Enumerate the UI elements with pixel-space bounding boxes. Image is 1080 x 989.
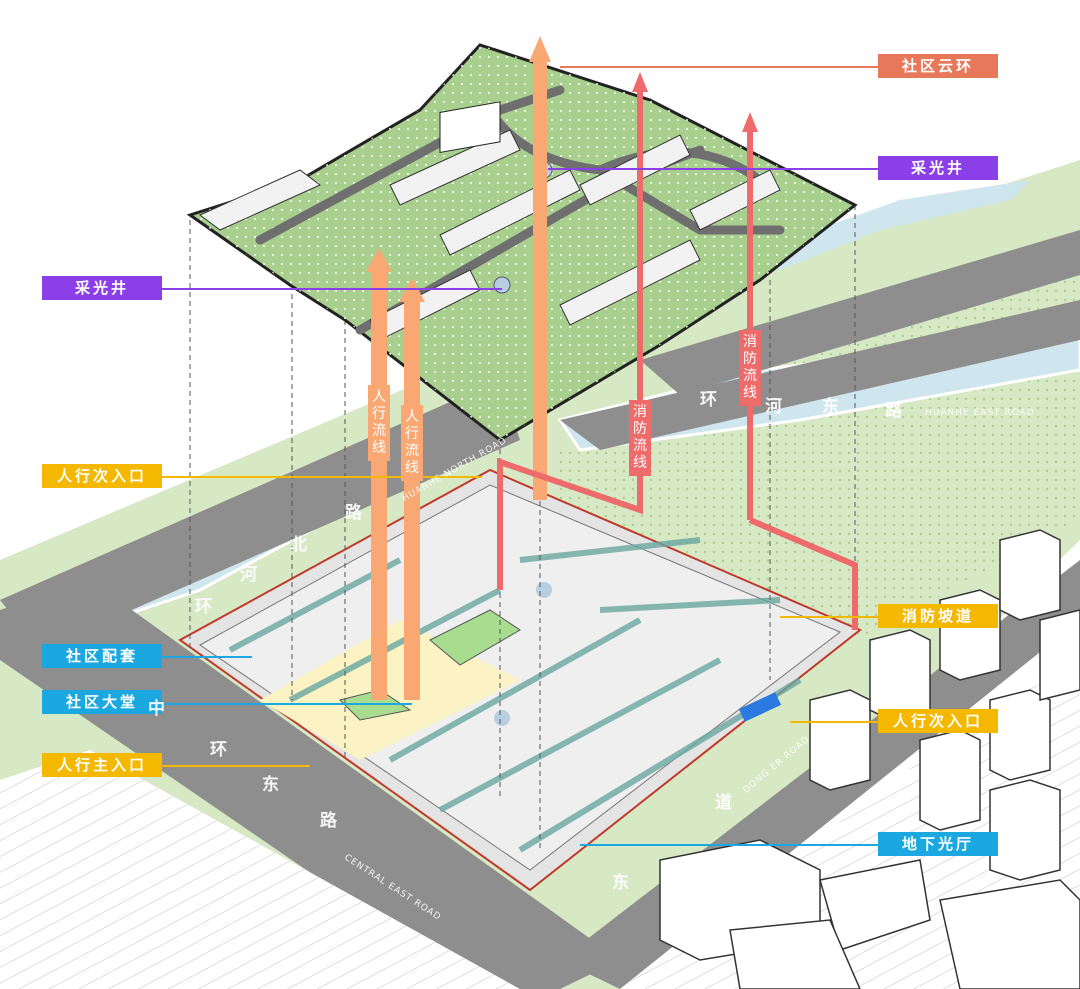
roof-opening — [439, 101, 501, 154]
label-community-facilities: 社区配套 — [42, 644, 162, 668]
road-huanhe-east-char-1: 环 — [700, 390, 717, 410]
leader-light-hall — [580, 844, 878, 846]
road-huanhe-north-char-3: 北 — [290, 535, 307, 555]
road-huanhe-north-char-2: 河 — [240, 565, 257, 585]
label-lightwell-right: 采光井 — [878, 156, 998, 180]
leader-lightwell-right — [548, 168, 878, 170]
leader-secondary-entrance-left — [162, 476, 482, 478]
fire-arrow-head-2 — [742, 112, 758, 132]
road-central-east-char-1: 中 — [148, 699, 165, 719]
road-huanhe-east-en: HUANHE EAST ROAD — [925, 408, 1035, 418]
road-huanhe-north-char-4: 路 — [345, 503, 362, 523]
road-huanhe-east — [560, 300, 1080, 450]
road-donger-char-2: 道 — [715, 793, 732, 813]
leader-community-lobby — [162, 703, 412, 705]
lawn-1 — [429, 609, 521, 666]
road-huanhe-east-char-2: 河 — [765, 397, 782, 417]
leader-fire-ramp — [780, 616, 878, 618]
leader-lightwell-left — [162, 288, 502, 290]
lightwell-marker-low2 — [494, 710, 510, 726]
lawn-2 — [339, 689, 412, 721]
fire-flow-label-1: 消防流线 — [629, 400, 651, 476]
label-underground-light-hall: 地下光厅 — [878, 832, 998, 856]
leader-secondary-entrance-right — [790, 721, 878, 723]
road-huanhe-east-char-3: 东 — [822, 397, 839, 417]
leader-cloud-ring — [560, 66, 878, 68]
pedestrian-flow-arrows — [366, 36, 551, 700]
fire-arrow-head-1 — [632, 72, 648, 92]
fire-ramp — [738, 692, 782, 722]
road-central-east — [0, 580, 620, 989]
label-secondary-entrance-right: 人行次入口 — [878, 709, 998, 733]
road-central-east-char-3: 东 — [262, 775, 279, 795]
lightwell-marker-top2 — [493, 276, 511, 294]
fire-flow-label-2: 消防流线 — [739, 330, 761, 406]
label-fire-ramp: 消防坡道 — [878, 604, 998, 628]
hatched-block-sw-lines — [0, 750, 520, 989]
roof-dots — [190, 45, 855, 440]
buildings — [659, 529, 1080, 989]
leader-community-facilities — [162, 656, 252, 658]
label-community-lobby: 社区大堂 — [42, 690, 162, 714]
river-upper — [760, 180, 1030, 270]
label-main-entrance: 人行主入口 — [42, 753, 162, 777]
label-community-cloud-ring: 社区云环 — [878, 54, 998, 78]
building-strips — [228, 537, 802, 853]
road-central-east-char-4: 路 — [320, 811, 337, 831]
leader-main-entrance — [162, 765, 310, 767]
label-secondary-entrance-left: 人行次入口 — [42, 464, 162, 488]
lightwell-marker-low1 — [536, 582, 552, 598]
road-central-east-char-2: 环 — [210, 740, 227, 760]
pedestrian-flow-label-1: 人行流线 — [368, 385, 390, 461]
road-huanhe-north-char-1: 环 — [195, 597, 212, 617]
projection-lines — [189, 205, 856, 850]
road-huanhe-east-char-4: 路 — [885, 401, 902, 421]
pedestrian-flow-label-2: 人行流线 — [401, 405, 423, 481]
road-donger-char-1: 东 — [612, 873, 629, 893]
road-huanhe-north — [0, 380, 520, 650]
fire-flow-arrows — [497, 90, 858, 630]
label-lightwell-left: 采光井 — [42, 276, 162, 300]
